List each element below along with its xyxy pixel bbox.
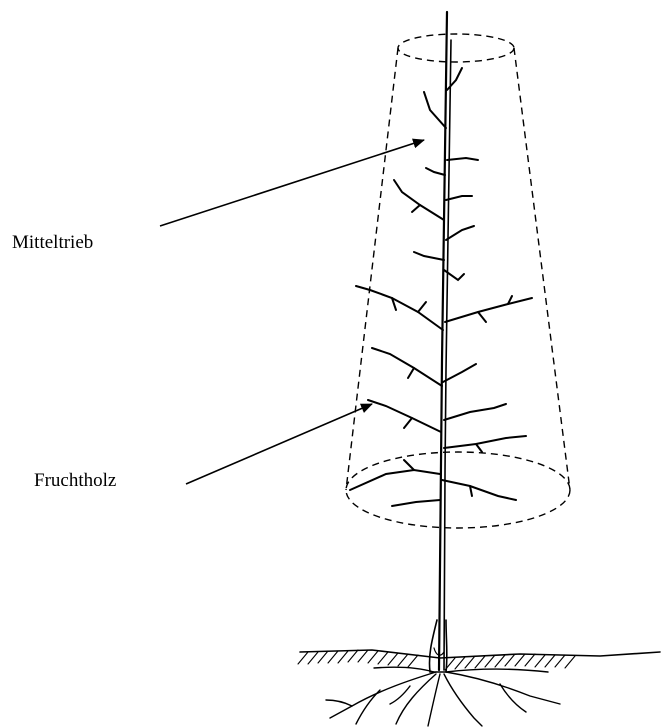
crown-left-edge (346, 48, 398, 490)
fruchtholz-arrow (186, 404, 372, 484)
crown-right-edge (514, 48, 570, 490)
trunk (429, 12, 451, 672)
label-mitteltrieb: Mitteltrieb (12, 233, 93, 252)
ground (298, 650, 660, 670)
mitteltrieb-arrow (160, 140, 424, 226)
roots (326, 667, 560, 726)
pointer-arrows (160, 140, 424, 484)
crown-top-ellipse (398, 34, 514, 62)
label-fruchtholz: Fruchtholz (34, 471, 116, 490)
crown-base-ellipse (346, 452, 570, 528)
